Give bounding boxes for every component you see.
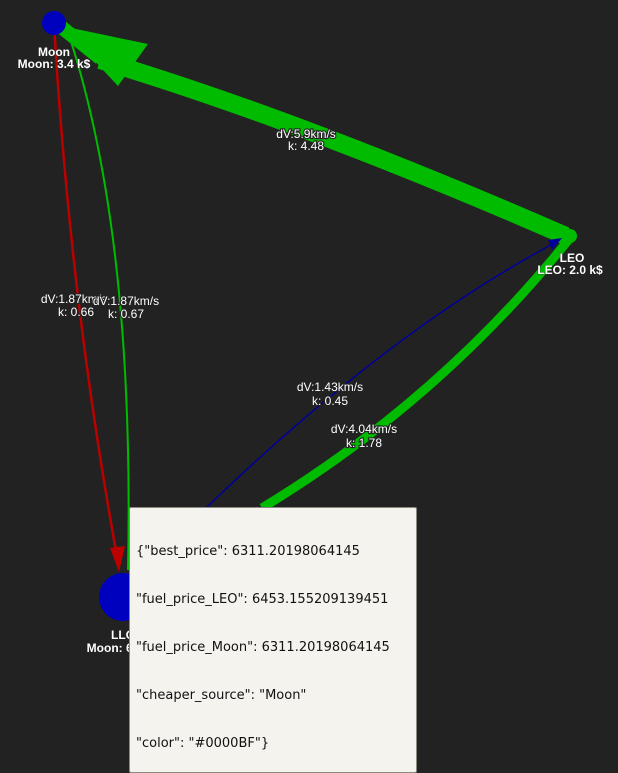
edge-leo-moon-dv: dV:5.9km/s [276, 127, 336, 141]
edge-llo-leo-green-dv: dV:4.04km/s [331, 422, 397, 436]
edge-llo-leo-navy[interactable] [205, 239, 561, 509]
tooltip-line-best-price: {"best_price": 6311.20198064145 [136, 544, 360, 559]
edge-moon-llo-red[interactable] [52, 23, 120, 563]
edge-leo-moon[interactable] [97, 51, 570, 245]
edge-moon-llo-green-dv: dV:1.87km/s [93, 294, 159, 308]
edge-leo-moon-tail [55, 20, 105, 64]
edge-moon-llo-red-k: k: 0.66 [58, 305, 94, 319]
tooltip-line-fuel-price-leo: "fuel_price_LEO": 6453.155209139451 [136, 592, 389, 607]
node-leo-price: LEO: 2.0 k$ [537, 263, 603, 277]
node-tooltip: {"best_price": 6311.20198064145 "fuel_pr… [129, 507, 417, 773]
edge-llo-leo-navy-k: k: 0.45 [312, 394, 348, 408]
edge-moon-llo-green[interactable] [65, 25, 130, 571]
node-leo-name: LEO [560, 251, 585, 265]
tooltip-line-cheaper-source: "cheaper_source": "Moon" [136, 688, 307, 703]
edge-leo-moon-k: k: 4.48 [288, 139, 324, 153]
node-moon-name: Moon [38, 45, 70, 59]
edge-llo-leo-navy-arrowhead [548, 238, 562, 250]
tooltip-line-color: "color": "#0000BF"} [136, 736, 270, 751]
node-leo[interactable] [563, 229, 577, 243]
edge-llo-leo-green[interactable] [259, 235, 574, 512]
edge-llo-leo-green-k: k: 1.78 [346, 436, 382, 450]
node-moon-price: Moon: 3.4 k$ [18, 57, 91, 71]
edge-moon-llo-green-k: k: 0.67 [108, 307, 144, 321]
tooltip-line-fuel-price-moon: "fuel_price_Moon": 6311.20198064145 [136, 640, 390, 655]
node-moon[interactable] [42, 11, 66, 35]
edge-moon-llo-red-arrowhead [110, 546, 125, 572]
edge-llo-leo-navy-dv: dV:1.43km/s [297, 380, 363, 394]
edge-moon-llo-red-dv: dV:1.87km/s [41, 292, 107, 306]
